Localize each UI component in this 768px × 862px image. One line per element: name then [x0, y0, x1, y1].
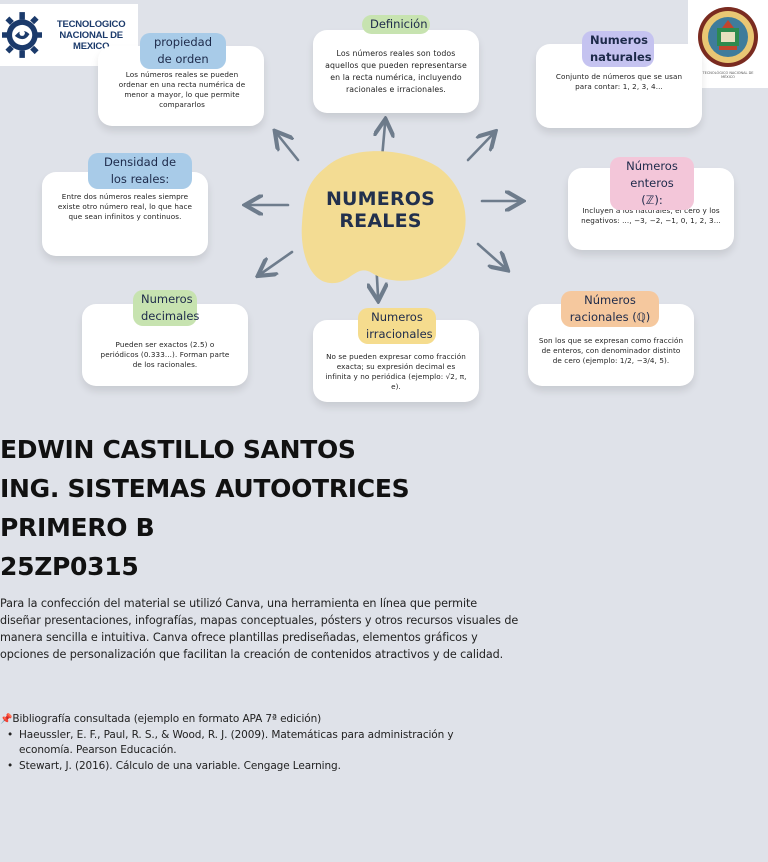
card-title-densidad: Densidad de los reales:: [88, 153, 192, 189]
pushpin-icon: 📌: [0, 714, 13, 725]
card-definicion: Los números reales son todos aquellos qu…: [313, 30, 479, 113]
canva-description: Para la confección del material se utili…: [0, 597, 519, 661]
student-id: 25ZP0315: [0, 552, 139, 581]
card-racionales: Son los que se expresan como fracción de…: [528, 304, 694, 386]
card-body: Son los que se expresan como fracción de…: [538, 336, 684, 365]
card-body: Conjunto de números que se usan para con…: [555, 72, 683, 91]
card-title-definicion: Definición: [362, 15, 430, 34]
card-body: Incluyen a los naturales, el cero y los …: [581, 206, 721, 225]
institute-seal: TECNOLÓGICO NACIONAL DE MÉXICO: [688, 0, 768, 88]
card-body: Los números reales se pueden ordenar en …: [118, 70, 246, 109]
seal-caption: TECNOLÓGICO NACIONAL DE MÉXICO: [702, 71, 754, 79]
student-group: PRIMERO B: [0, 513, 155, 542]
card-title-racionales: Números racionales (ℚ): [561, 291, 659, 327]
card-title-propiedad-orden: propiedad de orden: [140, 33, 226, 69]
tecnm-logo: TECNOLOGICO NACIONAL DE MEXICO: [0, 4, 138, 66]
card-title-irracionales: Numeros irracionales: [358, 308, 436, 344]
arrow-to-decimales: [262, 250, 294, 273]
student-career: ING. SISTEMAS AUTOOTRICES: [0, 474, 410, 503]
seal-icon: [698, 7, 758, 67]
arrow-to-naturales: [466, 135, 492, 162]
list-item: Stewart, J. (2016). Cálculo de una varia…: [7, 759, 470, 775]
tecnm-gear-icon: [2, 12, 43, 58]
student-info: EDWIN CASTILLO SANTOS ING. SISTEMAS AUTO…: [0, 430, 600, 586]
card-body: Los números reales son todos aquellos qu…: [325, 49, 467, 94]
bibliography: 📌Bibliografía consultada (ejemplo en for…: [0, 712, 470, 774]
card-title-naturales: Numeros naturales: [582, 31, 654, 67]
card-title-decimales: Numeros decimales: [133, 290, 199, 326]
card-title-enteros: Números enteros (ℤ):: [610, 157, 694, 210]
student-name: EDWIN CASTILLO SANTOS: [0, 435, 356, 464]
card-body: Pueden ser exactos (2.5) o periódicos (0…: [100, 340, 230, 369]
bibliography-list: Haeussler, E. F., Paul, R. S., & Wood, R…: [7, 728, 470, 775]
tecnm-logo-text: TECNOLOGICO NACIONAL DE MEXICO: [56, 18, 126, 52]
list-item: Haeussler, E. F., Paul, R. S., & Wood, R…: [7, 728, 470, 759]
center-blob-shape: [301, 151, 466, 284]
card-irracionales: No se pueden expresar como fracción exac…: [313, 320, 479, 402]
arrow-to-racionales: [476, 242, 504, 267]
bibliography-title-row: 📌Bibliografía consultada (ejemplo en for…: [0, 712, 470, 728]
card-body: No se pueden expresar como fracción exac…: [325, 352, 467, 391]
arrow-to-propiedad: [278, 135, 300, 162]
center-title: NUMEROS REALES: [325, 188, 436, 232]
card-body: Entre dos números reales siempre existe …: [57, 192, 193, 221]
bibliography-title: Bibliografía consultada (ejemplo en form…: [12, 713, 322, 725]
